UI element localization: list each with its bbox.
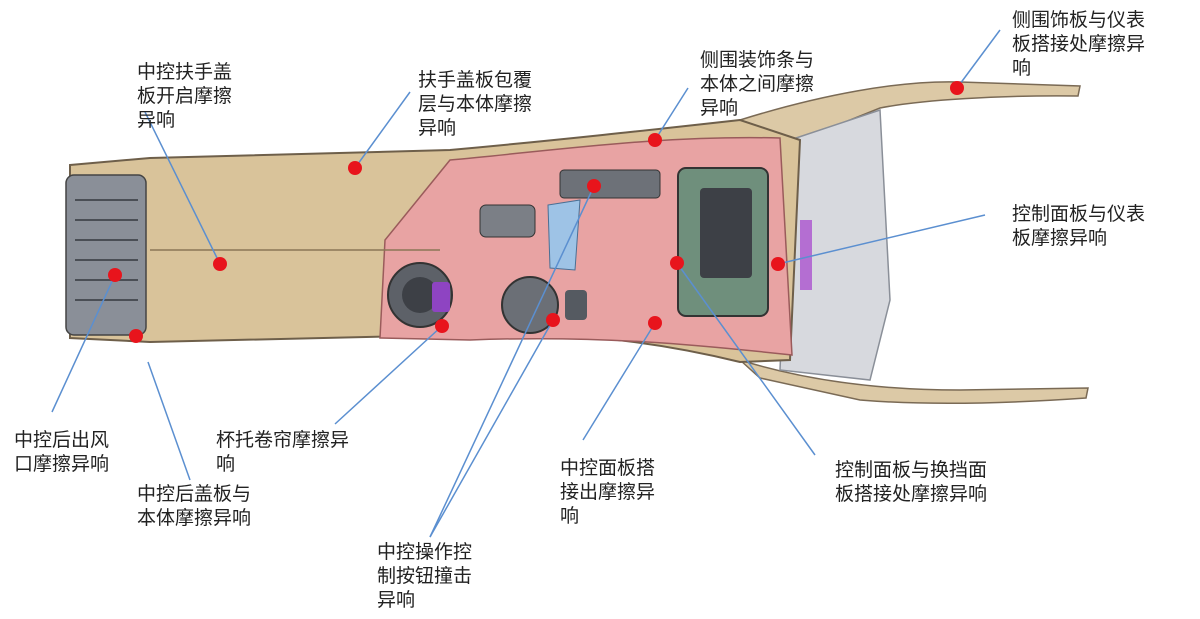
marker-group [108,81,964,343]
leader-side-trim-strip [654,87,689,141]
marker-button-lower [546,313,560,327]
label-rear-vent: 中控后出风 口摩擦异响 [14,429,110,475]
label-armrest-cover-layer: 扶手盖板包覆 层与本体摩擦 异响 [418,69,533,139]
leader-armrest-lid-open [144,111,221,265]
label-control-panel-dash: 控制面板与仪表 板摩擦异响 [1012,203,1146,249]
marker-cupholder [435,319,449,333]
console-illustration [65,81,1089,404]
rear-vent-grille [65,174,147,336]
leader-buttons-a [429,185,595,538]
label-side-trim-dash: 侧围饰板与仪表 板搭接处摩擦异 响 [1012,9,1146,79]
leader-side-trim-dash [956,29,1001,89]
marker-rear-vent [108,268,122,282]
leader-cupholder [334,325,443,425]
marker-control-panel-dash [771,257,785,271]
marker-side-trim-dash [950,81,964,95]
leader-control-panel-dash [777,214,986,265]
marker-side-trim-strip [648,133,662,147]
label-control-gear-panel: 控制面板与换挡面 板搭接处摩擦异响 [835,459,988,505]
marker-panel-joint [648,316,662,330]
lower-right-wing [739,359,1089,404]
leader-lines [51,29,1001,538]
upper-right-wing [737,81,1081,141]
marker-rear-cover [129,329,143,343]
label-armrest-lid-open: 中控扶手盖 板开启摩擦 异响 [137,61,233,131]
label-side-trim-strip: 侧围装饰条与 本体之间摩擦 异响 [700,49,815,119]
leader-buttons-b [429,319,554,538]
marker-armrest-lid-open [213,257,227,271]
label-panel-joint: 中控面板搭 接出摩擦异 响 [560,457,656,527]
leader-armrest-cover-layer [354,91,411,169]
leader-panel-joint [582,322,656,441]
leader-rear-vent [51,274,116,413]
leader-control-gear-panel [676,262,816,456]
label-control-buttons: 中控操作控 制按钮撞击 异响 [377,541,473,611]
control-knob [501,276,559,334]
leader-rear-cover [147,361,191,481]
marker-armrest-cover-layer [348,161,362,175]
label-rear-cover: 中控后盖板与 本体摩擦异响 [137,483,252,529]
marker-control-gear-panel [670,256,684,270]
label-cupholder-shutter: 杯托卷帘摩擦异 响 [216,429,350,475]
marker-button-upper [587,179,601,193]
